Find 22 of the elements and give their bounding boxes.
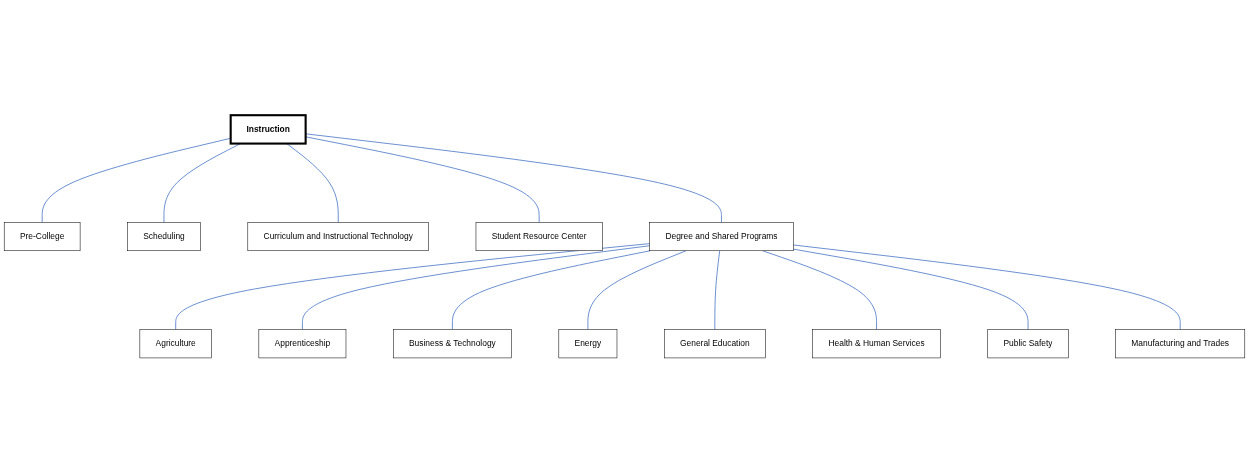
node-box: Pre-College xyxy=(3,222,81,252)
node-box: Agriculture xyxy=(139,329,212,359)
node-box: Manufacturing and Trades xyxy=(1115,329,1246,359)
node-box: Instruction xyxy=(229,114,307,146)
connector xyxy=(792,249,1029,331)
connector xyxy=(305,133,722,224)
node-box: Energy xyxy=(558,329,618,359)
connector xyxy=(302,245,650,331)
connector xyxy=(175,243,650,331)
node-box: Business & Technology xyxy=(393,329,512,359)
connector xyxy=(305,136,540,224)
node-box: Scheduling xyxy=(127,222,201,252)
connector xyxy=(714,250,721,331)
node-box: Student Resource Center xyxy=(475,222,603,252)
connector xyxy=(452,250,651,331)
node-box: Apprenticeship xyxy=(258,329,347,359)
node-box: Curriculum and Instructional Technology xyxy=(247,222,429,252)
node-box: Public Safety xyxy=(987,329,1069,359)
connector xyxy=(792,245,1181,331)
node-box: Degree and Shared Programs xyxy=(649,222,794,252)
node-box: General Education xyxy=(664,329,766,359)
node-box: Health & Human Services xyxy=(812,329,941,359)
